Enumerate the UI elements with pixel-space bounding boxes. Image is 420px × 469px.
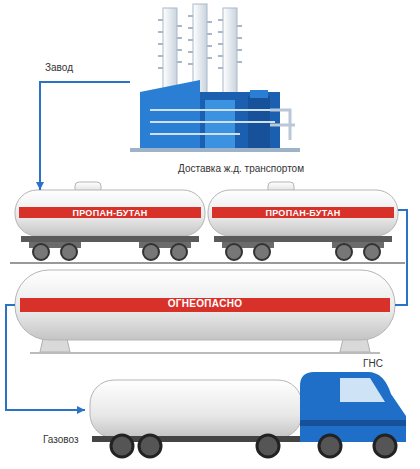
transport-label: Доставка ж.д. транспортом (178, 163, 304, 174)
flow-connector (6, 305, 85, 410)
node-caption: ГНС (363, 358, 383, 370)
flow-connector (395, 210, 407, 305)
factory-illustration (130, 4, 300, 152)
tank-inscription: ОГНЕОПАСНО (15, 298, 395, 310)
rail-tank-car (208, 182, 398, 260)
tank-inscription: ПРОПАН-БУТАН (208, 207, 398, 219)
node-caption: Газовоз (43, 434, 79, 446)
rail-track (10, 262, 405, 264)
truck-illustration (90, 372, 406, 457)
storage-tank-node: ОГНЕОПАСНОГНС (15, 270, 395, 340)
rail-tank-node: ПРОПАН-БУТАН (208, 190, 398, 236)
truck-node: Газовоз (85, 372, 410, 462)
node-caption: Завод (45, 62, 73, 74)
flow-connector (40, 82, 130, 190)
storage-tank-illustration (15, 270, 395, 354)
tank-inscription: ПРОПАН-БУТАН (15, 207, 205, 219)
rail-tank-node: ПРОПАН-БУТАН (15, 190, 205, 236)
rail-tank-car (15, 182, 205, 260)
factory-node: Завод (130, 0, 300, 152)
